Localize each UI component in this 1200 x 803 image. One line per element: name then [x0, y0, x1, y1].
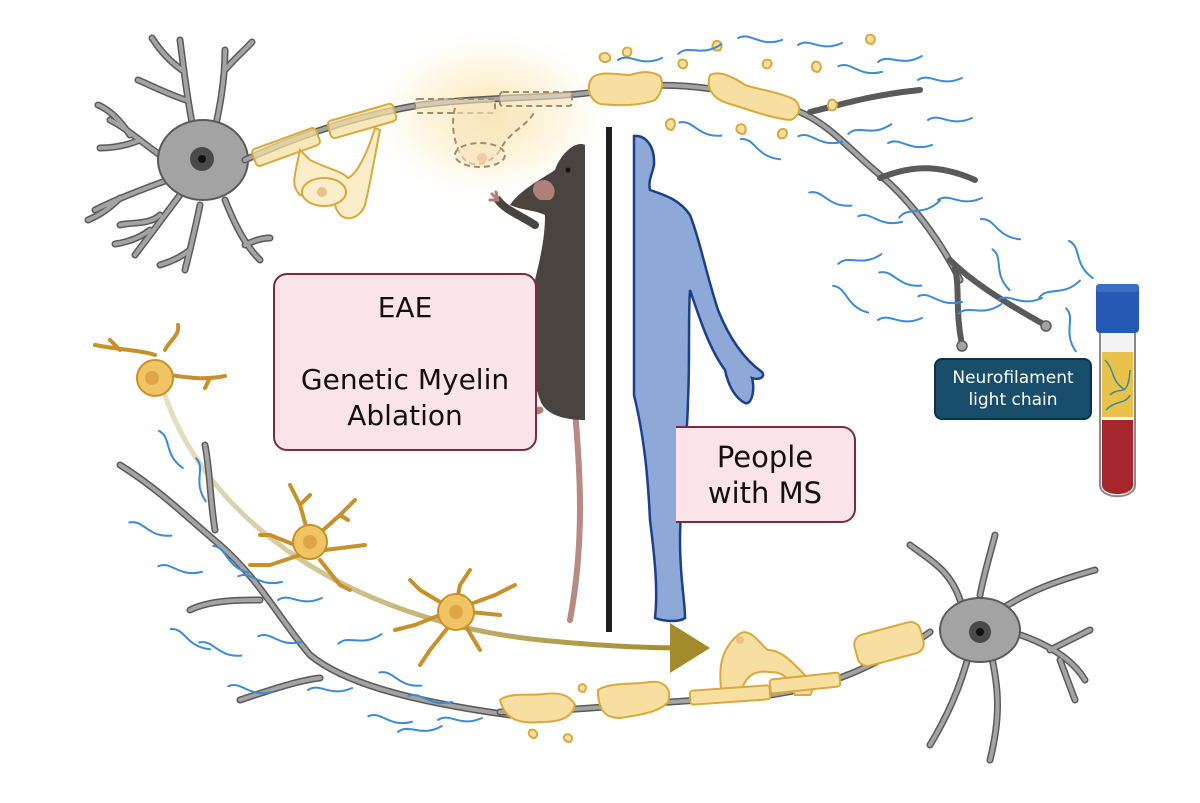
neurofilament-fragment: [407, 694, 454, 705]
tube-neurofilaments: [1104, 359, 1131, 411]
neurofilament-fragment: [378, 671, 423, 687]
neurofilament-fragment: [927, 116, 973, 123]
tube-blood: [1102, 420, 1133, 494]
neurofilament-fragment: [367, 714, 414, 725]
neurofilament-label: Neurofilament: [952, 368, 1074, 388]
neurofilament-fragment: [979, 217, 1022, 241]
neurofilament-fragment: [617, 56, 663, 63]
neurofilament-fragment: [212, 544, 250, 574]
oligodendrocyte-intact: [293, 126, 382, 220]
neurofilament-fragment: [198, 641, 243, 657]
top-neuron: [84, 34, 1052, 352]
neurofilament-fragment: [898, 199, 941, 219]
myelin-sheath: [326, 102, 398, 140]
neurofilament-fragment: [677, 43, 723, 55]
myelin-debris: [587, 33, 876, 140]
neurofilament-fragments: [128, 35, 1094, 733]
tube-cap: [1096, 285, 1139, 333]
mouse-tail: [567, 407, 583, 623]
neurofilament-light-chain-label: Neurofilament light chain: [934, 358, 1092, 420]
people-with-ms-label: People with MS: [676, 426, 856, 523]
remyelinating-oligodendrocyte: [688, 620, 925, 706]
myelin-sheath: [251, 127, 321, 167]
neurofilament-fragment: [887, 140, 934, 149]
neurofilament-fragment: [157, 564, 204, 575]
top-axon-branch: [947, 257, 1048, 328]
neurofilament-fragment: [397, 725, 443, 733]
people-label: People: [716, 439, 814, 474]
neurofilament-fragment: [1038, 279, 1081, 299]
neurofilament-fragment: [832, 284, 870, 314]
top-axon-branch: [877, 165, 978, 183]
neurofilament-fragment: [808, 191, 853, 207]
neurofilament-fragment: [837, 64, 884, 75]
mouse-eye: [565, 167, 571, 173]
top-neuron-nucleolus: [198, 155, 206, 163]
myelin-debris-bottom: [498, 680, 670, 744]
neurofilament-fragment: [957, 303, 1003, 315]
neurofilament-fragment: [128, 521, 173, 537]
blood-tube: [1096, 284, 1139, 498]
neurofilament-fragment: [837, 253, 883, 265]
neurofilament-fragment: [917, 294, 964, 305]
neurofilament-fragment: [277, 596, 323, 603]
neurofilament-fragment: [857, 214, 904, 225]
neurofilament-fragment: [937, 196, 983, 203]
neurofilament-fragment: [1065, 307, 1077, 353]
ablation-label: Ablation: [347, 399, 463, 432]
neurofilament-fragment: [437, 716, 483, 723]
genetic-myelin-label: Genetic Myelin: [300, 363, 510, 396]
neurofilament-fragment: [337, 633, 383, 645]
light-chain-label: light chain: [968, 390, 1058, 410]
neurofilament-fragment: [227, 684, 274, 695]
neurofilament-fragment: [847, 123, 893, 135]
neurofilament-fragment: [997, 296, 1043, 303]
neurofilament-fragment: [1068, 239, 1094, 280]
eae-label: EAE: [377, 291, 433, 324]
oligodendrocyte-precursor: [248, 483, 367, 592]
neurofilament-fragment: [237, 574, 284, 585]
oligodendrocyte-precursor: [393, 568, 517, 667]
top-myelin-intact: [251, 102, 398, 167]
neurofilament-fragment: [797, 41, 843, 48]
animal-models-label: EAE Genetic Myelin Ablation: [273, 273, 537, 451]
neurofilament-fragment: [737, 35, 784, 44]
dead-oligodendrocyte: [414, 91, 573, 168]
neurofilament-fragment: [991, 248, 1011, 291]
divider-line: [606, 127, 612, 632]
neurofilament-fragment: [195, 457, 207, 503]
human-silhouette: [632, 134, 765, 623]
neurofilament-fragment: [169, 627, 212, 651]
neurofilament-fragment: [917, 76, 963, 83]
neurofilament-fragment: [877, 316, 923, 323]
mouse-ear: [533, 180, 555, 200]
neurofilament-fragment: [739, 137, 782, 161]
neurofilament-fragment: [797, 134, 844, 145]
mouse-hand: [488, 190, 500, 202]
neurofilament-fragment: [257, 634, 304, 645]
bottom-axon-branches: [116, 441, 514, 719]
opc-cell: [93, 323, 227, 390]
top-axon-branch: [952, 265, 965, 348]
neurofilament-fragment: [307, 686, 353, 693]
mouse-arm: [494, 196, 539, 229]
top-axon-branch: [807, 87, 923, 115]
with-ms-label: with MS: [707, 475, 823, 510]
neurofilament-fragment: [877, 55, 923, 63]
neurofilament-fragment: [678, 121, 723, 137]
neurofilament-fragment: [878, 271, 923, 287]
neurofilament-fragment: [158, 429, 184, 470]
